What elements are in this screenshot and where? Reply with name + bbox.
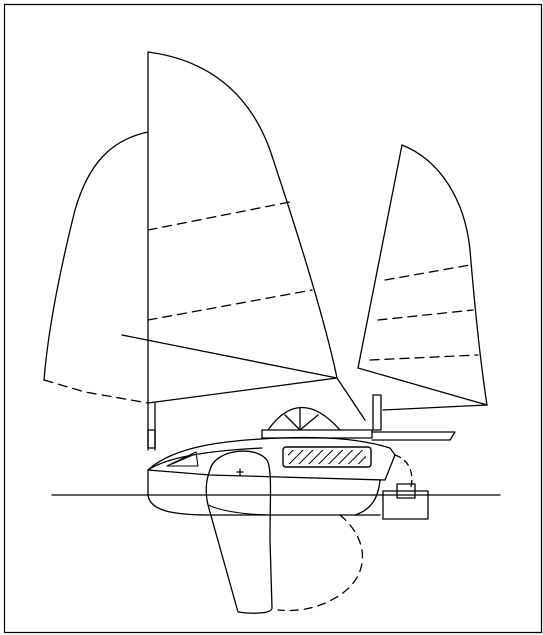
mast-posts bbox=[147, 402, 156, 451]
border-frame bbox=[3, 3, 543, 634]
transom bbox=[382, 454, 429, 520]
back-sail bbox=[43, 131, 149, 404]
cabin-window bbox=[282, 446, 372, 468]
deck-beam bbox=[261, 407, 456, 441]
centreboard bbox=[205, 450, 363, 614]
jib-sail bbox=[357, 144, 488, 431]
hull bbox=[147, 436, 396, 516]
main-sail bbox=[121, 51, 366, 421]
